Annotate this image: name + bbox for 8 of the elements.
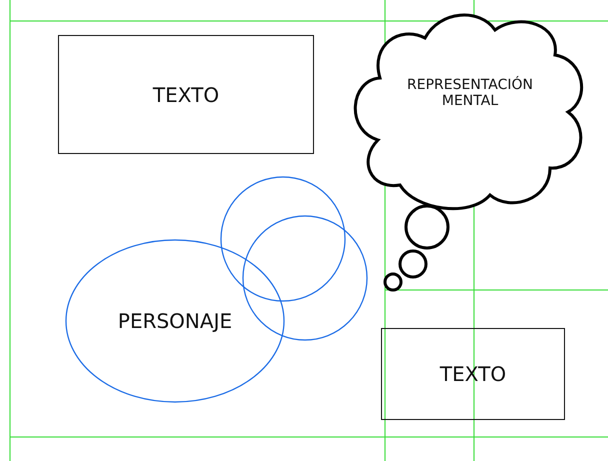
ellipse-shape <box>66 240 284 402</box>
text-box <box>58 35 314 154</box>
circle-outline <box>243 216 367 340</box>
node-label: TEXTO <box>152 82 220 106</box>
node-label: REPRESENTACIÓN MENTAL <box>406 77 534 109</box>
text-box <box>381 328 565 420</box>
circle-outline <box>221 177 345 301</box>
node-label: PERSONAJE <box>118 309 232 333</box>
